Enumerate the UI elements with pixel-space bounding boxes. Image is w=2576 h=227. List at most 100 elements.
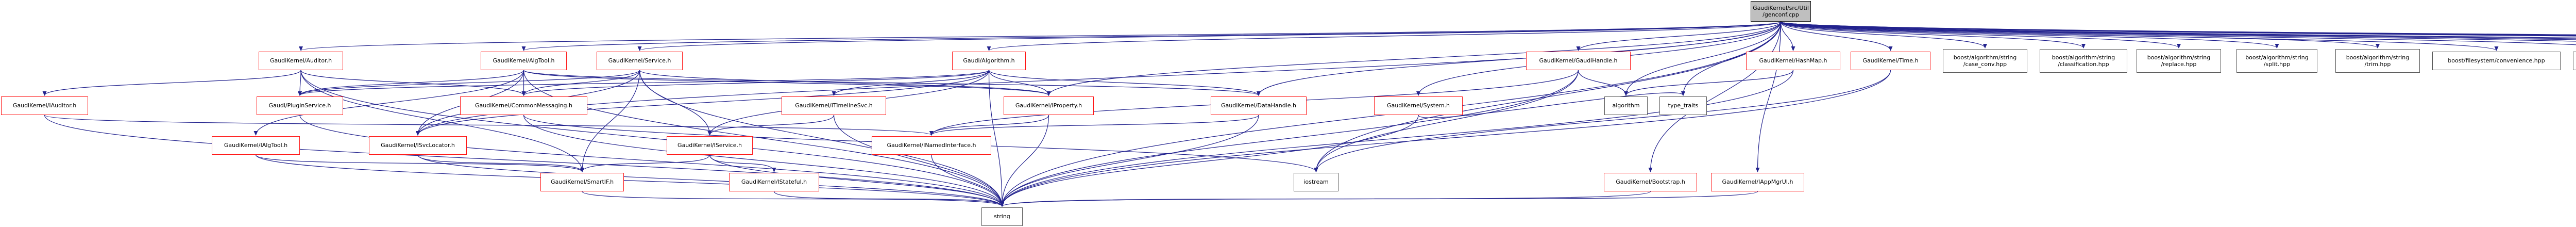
edge-service-to-std_string — [639, 70, 1004, 207]
edge-algtool-to-pluginservice — [298, 70, 524, 96]
node-algtool[interactable]: GaudiKernel/AlgTool.h — [481, 52, 567, 70]
edge-hashmap-to-std_algorithm — [1624, 70, 1794, 96]
node-b_convenience: boost/filesystem/convenience.hpp — [2432, 52, 2561, 70]
edge-iappmgrui-to-std_string — [1000, 191, 1758, 207]
edge-iservice-to-std_string — [709, 154, 1004, 207]
edge-service-to-smartif — [580, 70, 640, 172]
node-system[interactable]: GaudiKernel/System.h — [1374, 96, 1463, 115]
edge-gaudihandle-to-std_algorithm — [1578, 70, 1628, 96]
edge-algorithm_hdr-to-commonmessaging — [521, 70, 990, 96]
edge-iproperty-to-std_string — [1000, 115, 1049, 207]
node-b_replace: boost/algorithm/string /replace.hpp — [2137, 49, 2221, 73]
node-b_fsexception: boost/filesystem/exception.hpp — [2573, 52, 2576, 70]
node-pluginservice[interactable]: Gaudi/PluginService.h — [257, 96, 343, 115]
edge-commonmessaging-to-std_string — [523, 115, 1004, 207]
edge-algorithm_hdr-to-isvclocator — [416, 70, 990, 136]
node-b_trim: boost/algorithm/string /trim.hpp — [2335, 49, 2420, 73]
node-std_string: string — [981, 207, 1023, 226]
node-std_iostream: iostream — [1294, 173, 1338, 191]
edge-root-to-b_replace — [1780, 21, 2181, 48]
edge-root-to-service — [638, 21, 1782, 51]
node-iauditor[interactable]: GaudiKernel/IAuditor.h — [1, 96, 88, 115]
node-b_case: boost/algorithm/string /case_conv.hpp — [1943, 49, 2027, 73]
node-std_algorithm: algorithm — [1604, 96, 1648, 115]
edge-istateful-to-std_string — [773, 191, 1004, 207]
edge-iservice-to-smartif — [580, 154, 710, 172]
node-root: GaudiKernel/src/Util /genconf.cpp — [1751, 1, 1811, 22]
edge-root-to-b_trivial — [1780, 21, 2576, 38]
edge-root-to-std_sstream — [1780, 21, 2576, 35]
edge-root-to-iproperty — [1046, 21, 1782, 96]
edge-root-to-time — [1780, 21, 1893, 51]
edge-auditor-to-iauditor — [42, 70, 301, 96]
edge-isvclocator-to-std_string — [417, 154, 1004, 207]
node-ialgtool[interactable]: GaudiKernel/IAlgTool.h — [212, 136, 300, 155]
edge-algtool-to-iproperty — [523, 70, 1051, 96]
edge-ialgtool-to-smartif — [255, 154, 584, 172]
edge-root-to-bootstrap — [1648, 21, 1782, 172]
node-service[interactable]: GaudiKernel/Service.h — [597, 52, 683, 70]
edge-algorithm_hdr-to-std_string — [988, 70, 1004, 207]
edge-algorithm_hdr-to-iproperty — [988, 70, 1051, 96]
edge-isvclocator-to-smartif — [417, 154, 584, 172]
node-iappmgrui[interactable]: GaudiKernel/IAppMgrUI.h — [1711, 173, 1804, 191]
edge-inamedinterface-to-std_string — [931, 154, 1004, 207]
edge-itimelinesvc-to-iservice — [707, 115, 835, 136]
edge-root-to-auditor — [299, 21, 1782, 51]
edge-gaudihandle-to-std_string — [1000, 70, 1579, 207]
edge-algorithm_hdr-to-pluginservice — [298, 70, 990, 96]
node-itimelinesvc[interactable]: GaudiKernel/ITimelineSvc.h — [782, 96, 886, 115]
edge-auditor-to-std_string — [300, 70, 1004, 207]
edge-root-to-b_fsexception — [1780, 21, 2576, 45]
edge-service-to-pluginservice — [298, 70, 640, 96]
edge-root-to-algorithm_hdr — [987, 21, 1782, 51]
edge-system-to-std_string — [1000, 115, 1419, 207]
node-std_type_traits: type_traits — [1659, 96, 1707, 115]
edge-root-to-b_class — [1780, 21, 2086, 48]
node-datahandle[interactable]: GaudiKernel/DataHandle.h — [1211, 96, 1307, 115]
node-isvclocator[interactable]: GaudiKernel/ISvcLocator.h — [369, 136, 467, 155]
node-commonmessaging[interactable]: GaudiKernel/CommonMessaging.h — [460, 96, 587, 115]
edge-algorithm_hdr-to-datahandle — [988, 70, 1261, 96]
node-bootstrap[interactable]: GaudiKernel/Bootstrap.h — [1604, 173, 1697, 191]
edge-iauditor-to-std_string — [44, 115, 1004, 207]
edge-itimelinesvc-to-std_string — [833, 115, 1004, 207]
edge-root-to-b_convenience — [1780, 21, 2499, 51]
node-time[interactable]: GaudiKernel/Time.h — [1851, 52, 1930, 70]
edge-time-to-std_string — [1000, 70, 1891, 207]
edge-pluginservice-to-std_string — [299, 115, 1004, 207]
node-istateful[interactable]: GaudiKernel/IStateful.h — [729, 173, 819, 191]
edge-algtool-to-datahandle — [523, 70, 1261, 96]
edge-root-to-b_operations — [1780, 21, 2576, 42]
edge-system-to-std_type_traits — [1418, 91, 1685, 118]
edge-smartif-to-std_string — [582, 191, 1004, 207]
edge-root-to-b_split — [1780, 21, 2279, 48]
edge-algorithm_hdr-to-itimelinesvc — [832, 70, 990, 96]
node-iservice[interactable]: GaudiKernel/IService.h — [667, 136, 753, 155]
node-algorithm_hdr[interactable]: Gaudi/Algorithm.h — [952, 52, 1026, 70]
edge-iproperty-to-inamedinterface — [929, 115, 1049, 136]
node-auditor[interactable]: GaudiKernel/Auditor.h — [259, 52, 343, 70]
node-gaudihandle[interactable]: GaudiKernel/GaudiHandle.h — [1526, 52, 1631, 70]
node-b_class: boost/algorithm/string /classification.h… — [2040, 49, 2127, 73]
edge-auditor-to-smartif — [300, 70, 584, 172]
node-hashmap[interactable]: GaudiKernel/HashMap.h — [1746, 52, 1840, 70]
node-smartif[interactable]: GaudiKernel/SmartIF.h — [540, 173, 624, 191]
edge-algtool-to-std_string — [523, 70, 1004, 207]
node-inamedinterface[interactable]: GaudiKernel/INamedInterface.h — [872, 136, 991, 155]
node-iproperty[interactable]: GaudiKernel/IProperty.h — [1004, 96, 1094, 115]
edge-datahandle-to-inamedinterface — [929, 115, 1259, 136]
edge-hashmap-to-std_string — [1000, 70, 1794, 207]
edge-service-to-iproperty — [639, 70, 1051, 96]
edge-root-to-hashmap — [1780, 21, 1795, 51]
edge-datahandle-to-std_string — [1000, 115, 1259, 207]
edge-root-to-datahandle — [1257, 21, 1782, 96]
node-b_split: boost/algorithm/string /split.hpp — [2236, 49, 2317, 73]
edge-ialgtool-to-std_string — [255, 154, 1004, 207]
edge-time-to-std_iostream — [1314, 70, 1891, 172]
edge-service-to-commonmessaging — [521, 70, 640, 96]
edge-gaudihandle-to-std_iostream — [1314, 70, 1579, 172]
edge-iauditor-to-inamedinterface — [44, 115, 934, 136]
